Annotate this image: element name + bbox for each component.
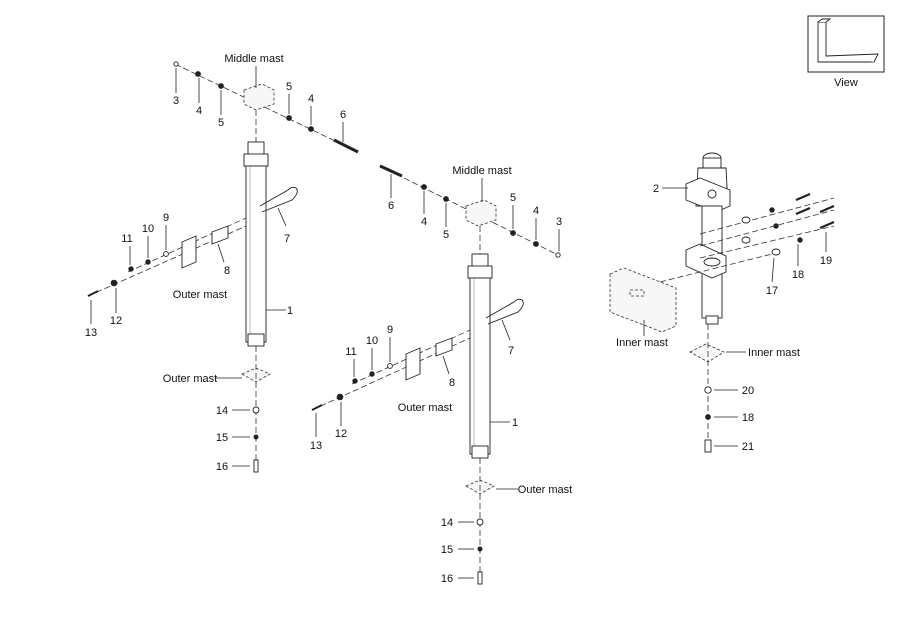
callout-center-5a: 5 [443,229,449,241]
clamp-8-center [435,337,453,357]
left-assembly: Middle mast Outer mast Oute [87,53,359,473]
clamp-8-left [211,225,229,245]
callout-center-8: 8 [449,377,455,389]
outer-mast-label-center-bracket: Outer mast [398,402,452,414]
base-plate-right [689,343,725,363]
callout-left-14: 14 [216,405,228,417]
right-callouts: 2 19 18 17 20 18 21 [653,183,832,453]
callout-right-17: 17 [766,285,778,297]
outer-mast-label-left-bracket: Outer mast [173,289,227,301]
screw-3-left [173,61,179,67]
washer-4-left [195,71,201,77]
clamp-bracket-center [405,347,421,381]
callout-center-10: 10 [366,335,378,347]
outer-mast-label-left-base: Outer mast [163,373,217,385]
callout-left-9: 9 [163,212,169,224]
callout-right-19: 19 [820,255,832,267]
callout-right-18a: 18 [792,269,804,281]
callout-center-12: 12 [335,428,347,440]
nut-5-left [218,83,224,89]
callout-center-6: 6 [388,200,394,212]
callout-left-15: 15 [216,432,228,444]
callout-center-1: 1 [512,417,518,429]
fork-icon [817,18,879,63]
view-inset: View [807,15,885,89]
center-callouts: 6 4 5 5 4 3 7 9 10 11 8 13 12 1 14 15 16 [310,174,562,585]
outer-mast-label-center-base: Outer mast [518,484,572,496]
callout-center-9: 9 [387,324,393,336]
callout-left-5b: 5 [286,81,292,93]
callout-right-18b: 18 [742,412,754,424]
pin-6-center [379,164,403,178]
hose-7-left [259,186,298,213]
callout-left-11: 11 [121,233,132,245]
callout-left-8: 8 [224,265,230,277]
callout-right-2: 2 [653,183,659,195]
callout-left-4b: 4 [308,93,314,105]
cylinder-center [467,253,493,459]
callout-center-11: 11 [345,346,356,358]
callout-center-14: 14 [441,517,453,529]
middle-mast-block-left [243,83,275,111]
callout-left-4a: 4 [196,105,202,117]
callout-center-15: 15 [441,544,453,556]
left-callouts: 3 4 5 5 4 6 7 9 10 11 8 13 12 1 14 15 16 [85,68,346,473]
hose-7-center [485,298,524,325]
callout-center-5b: 5 [510,192,516,204]
callout-center-4a: 4 [421,216,427,228]
pin-6-left [333,138,359,154]
callout-right-21: 21 [742,441,754,453]
callout-left-16: 16 [216,461,228,473]
cylinder-right [685,152,731,325]
middle-mast-label-left: Middle mast [224,53,283,65]
callout-center-7: 7 [508,345,514,357]
middle-mast-block-center [465,199,497,227]
callout-left-7: 7 [284,233,290,245]
callout-left-13: 13 [85,327,97,339]
inner-mast-label-base: Inner mast [748,347,800,359]
callout-center-3: 3 [556,216,562,228]
middle-mast-label-center: Middle mast [452,165,511,177]
callout-left-6: 6 [340,109,346,121]
inner-mast-label-plate: Inner mast [616,337,668,349]
callout-left-12: 12 [110,315,122,327]
callout-left-3: 3 [173,95,179,107]
callout-center-13: 13 [310,440,322,452]
callout-center-4b: 4 [533,205,539,217]
callout-left-5a: 5 [218,117,224,129]
view-label: View [834,77,858,89]
callout-center-16: 16 [441,573,453,585]
center-assembly: Middle mast Outer mast Outer mast [311,164,572,585]
cylinder-left [243,141,269,347]
callout-left-1: 1 [287,305,293,317]
callout-right-20: 20 [742,385,754,397]
callout-left-10: 10 [142,223,154,235]
inner-mast-plate [609,267,677,333]
clamp-bracket-left [181,235,197,269]
right-assembly: Inner mast Inner mast [609,152,835,453]
